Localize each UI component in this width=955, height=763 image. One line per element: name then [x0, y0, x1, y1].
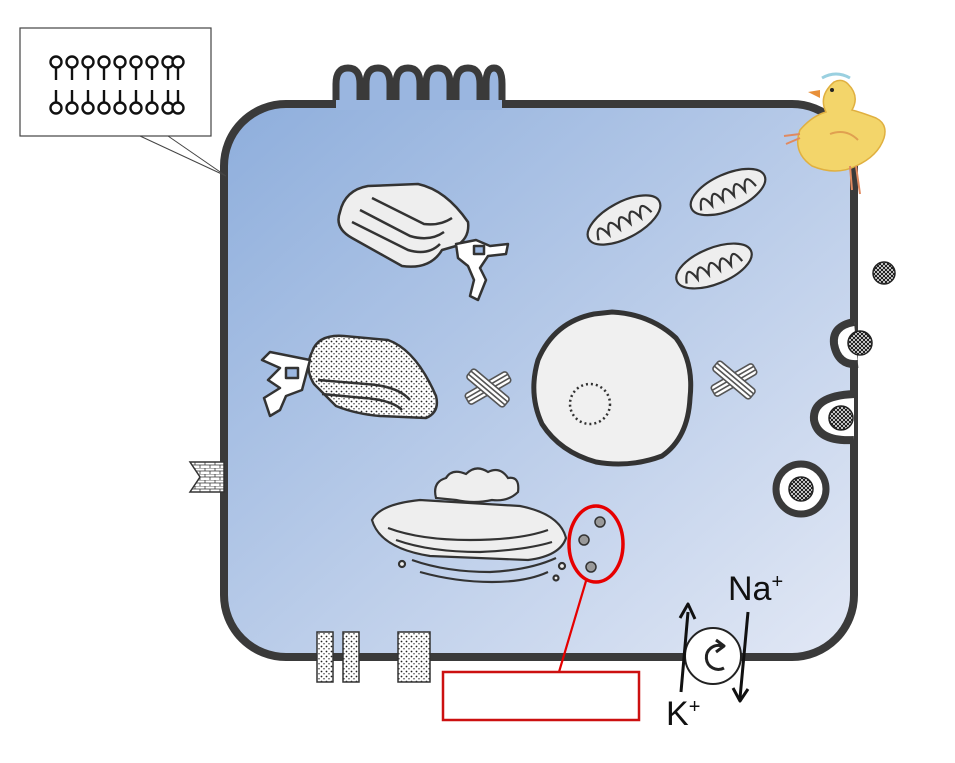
mitochondrion-icon: [586, 194, 662, 246]
secretory-granule-icon: [788, 476, 814, 502]
lipid-bilayer-callout: [19, 27, 227, 177]
exocytosis-sequence: [772, 261, 896, 518]
secretory-granule-icon: [872, 261, 896, 285]
highlight-ellipse: [567, 504, 625, 584]
microvilli: [332, 64, 506, 110]
nucleus-icon: [531, 309, 694, 467]
answer-box[interactable]: [441, 670, 641, 722]
channel-protein-icon: [316, 631, 334, 683]
nucleolus-icon: [568, 382, 612, 426]
carrier-protein-icon: [397, 631, 431, 683]
vesicle-highlight: [557, 504, 625, 673]
chick-icon: [783, 72, 886, 195]
membrane-channels: [316, 631, 431, 683]
golgi-apparatus-icon: [370, 467, 568, 584]
centriole-icon: [710, 360, 758, 400]
centriole-icon: [464, 368, 512, 408]
potassium-label: K+: [666, 695, 700, 733]
secretory-granule-icon: [847, 330, 873, 356]
membrane-receptor-icon: [188, 461, 225, 493]
secretory-granule-icon: [828, 405, 854, 431]
sodium-arrow: [738, 611, 750, 699]
rotating-pump-icon: [684, 627, 742, 685]
vesicle-icon: [594, 516, 606, 528]
sodium-potassium-pump: Na+ K+: [666, 570, 783, 733]
smooth-er-icon: [337, 182, 510, 302]
mitochondria: [586, 167, 767, 290]
callout-line: [557, 580, 588, 673]
vesicle-icon: [578, 534, 590, 546]
vesicle-icon: [585, 561, 597, 573]
sodium-label: Na+: [728, 570, 783, 608]
channel-protein-icon: [342, 631, 360, 683]
mitochondrion-icon: [689, 167, 767, 217]
mitochondrion-icon: [675, 242, 753, 290]
potassium-arrow: [679, 611, 690, 693]
rough-er-icon: [260, 334, 439, 420]
phospholipid-icon: [49, 55, 185, 115]
